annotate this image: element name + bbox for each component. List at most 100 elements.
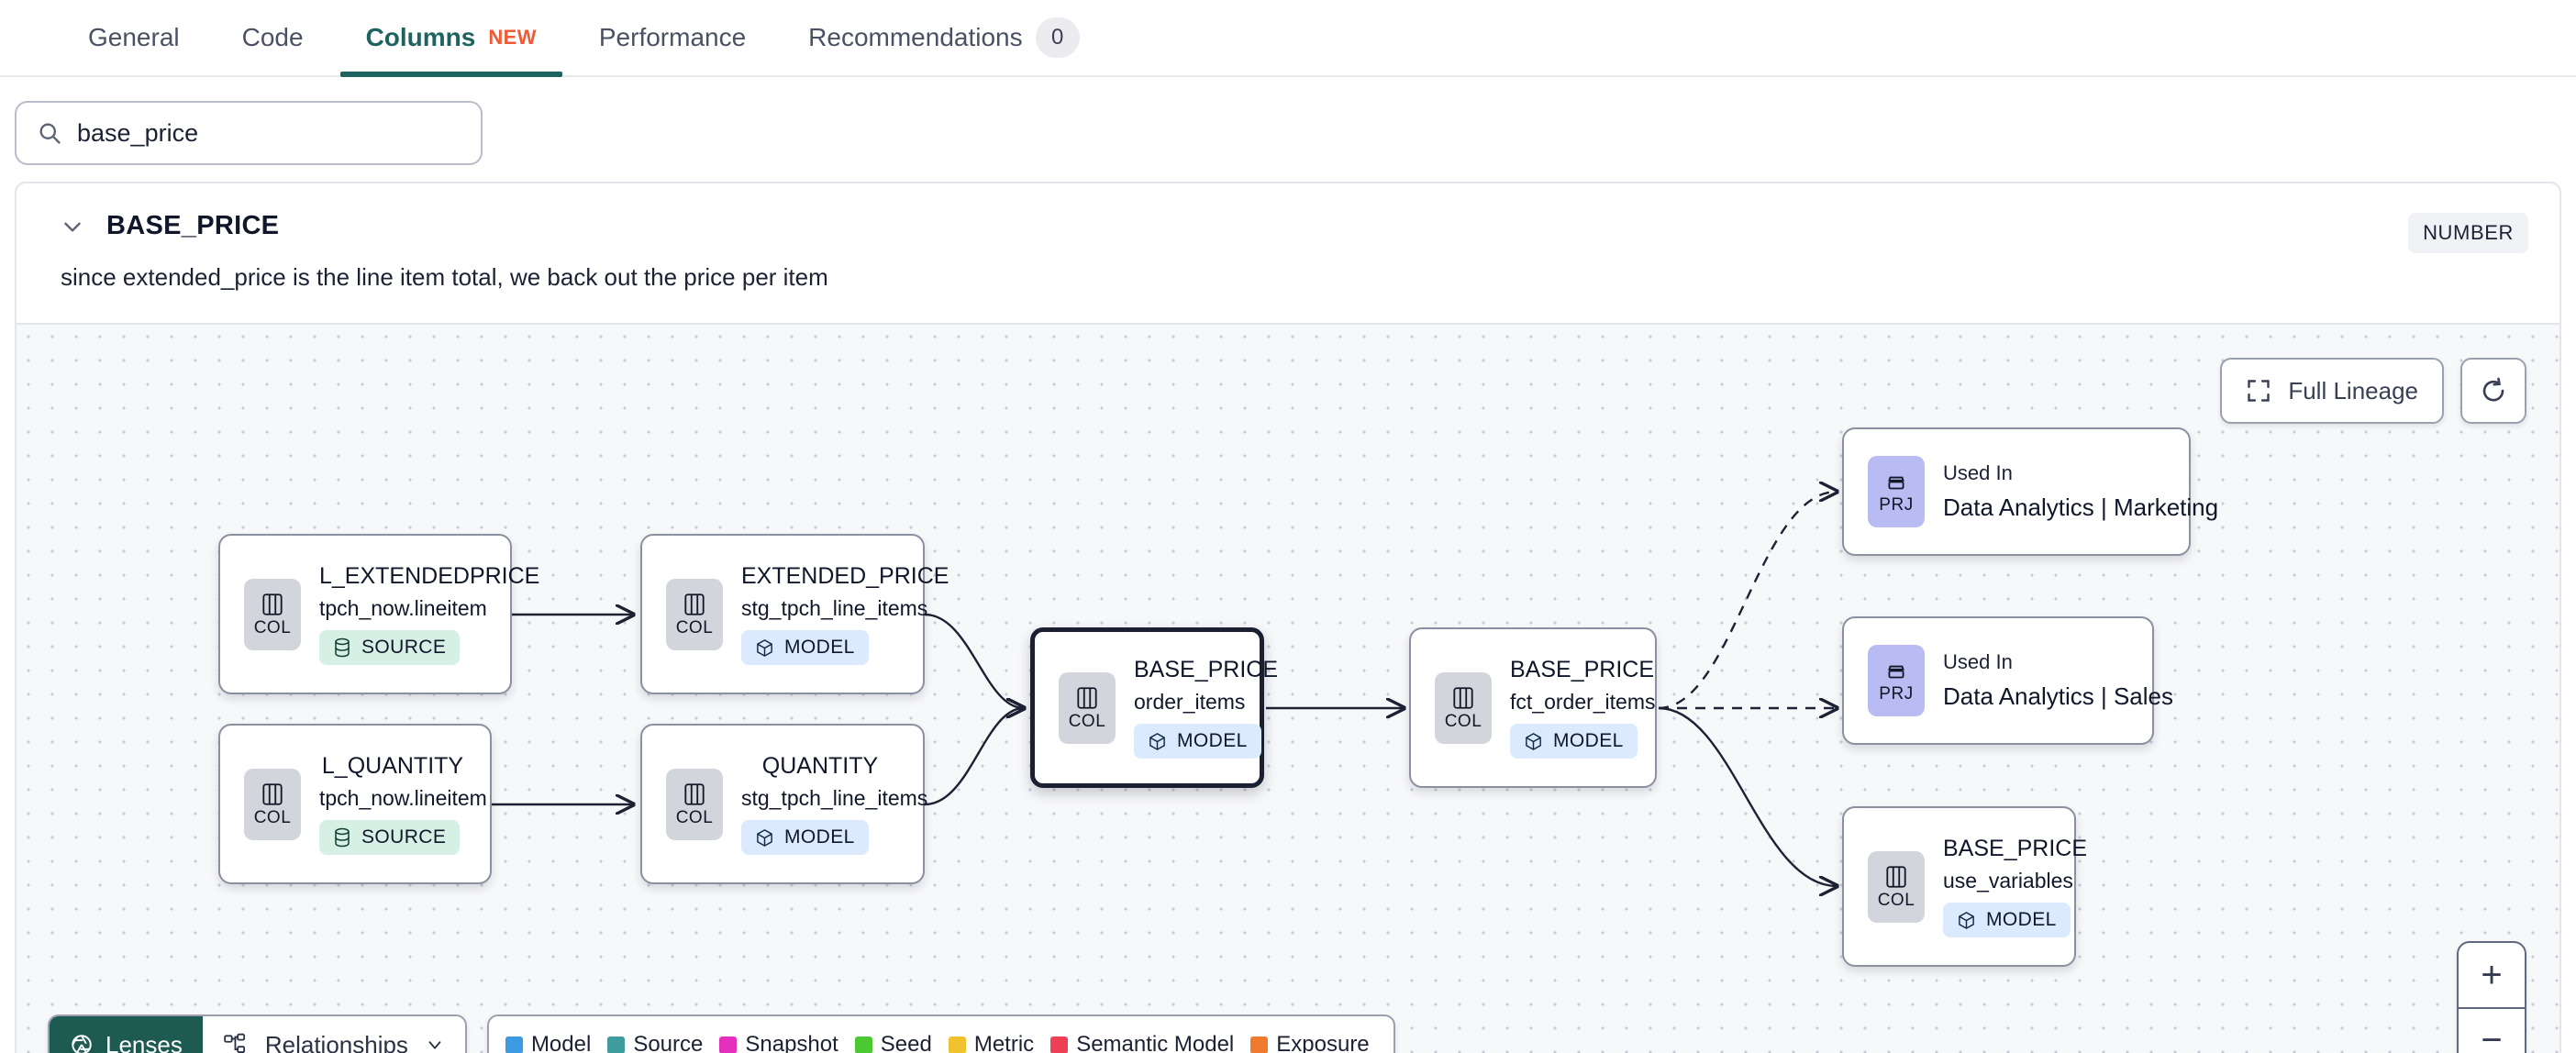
node-type-tag: MODEL — [1134, 724, 1261, 759]
lineage-node-l-quantity[interactable]: COL L_QUANTITY tpch_now.lineitem SOURCE — [218, 724, 492, 884]
node-type-tag: MODEL — [741, 820, 869, 855]
col-badge-label: COL — [253, 618, 292, 637]
prj-badge-label: PRJ — [1879, 494, 1914, 515]
node-subtitle: stg_tpch_line_items — [741, 596, 928, 620]
column-icon — [262, 783, 283, 805]
col-badge-label: COL — [675, 808, 714, 827]
lenses-label: Lenses — [105, 1030, 183, 1053]
legend-swatch — [854, 1036, 872, 1053]
legend-item-source: Source — [607, 1032, 710, 1053]
col-badge: COL — [244, 768, 301, 840]
lineage-node-quantity[interactable]: COL QUANTITY stg_tpch_line_items MODEL — [640, 724, 927, 884]
prj-badge: PRJ — [1868, 456, 1925, 527]
chevron-down-icon[interactable] — [61, 215, 84, 238]
column-icon — [684, 783, 705, 805]
cube-icon — [757, 828, 772, 847]
tab-performance[interactable]: Performance — [568, 0, 777, 75]
legend-item-exposure: Exposure — [1250, 1032, 1376, 1053]
node-type-tag-label: MODEL — [784, 826, 855, 848]
search-input[interactable]: base_price — [15, 101, 483, 165]
tab-recommendations[interactable]: Recommendations 0 — [777, 0, 1110, 75]
legend-swatch — [948, 1036, 966, 1053]
legend-swatch — [505, 1036, 523, 1053]
lineage-legend: Model Source Snapshot Seed Metric — [486, 1014, 1395, 1053]
lenses-button[interactable]: Lenses — [50, 1016, 203, 1053]
lineage-node-base-price-use-variables[interactable]: COL BASE_PRICE use_variables MODEL — [1842, 806, 2087, 967]
node-title: Data Analytics | Marketing — [1943, 493, 2219, 521]
cube-icon — [1959, 911, 1974, 929]
search-icon — [39, 123, 61, 144]
refresh-icon — [2482, 377, 2504, 402]
database-icon — [335, 827, 350, 848]
col-badge-label: COL — [1444, 712, 1482, 731]
chevron-down-icon — [428, 1041, 441, 1049]
edge-quantity-to-baseprice — [924, 708, 1024, 806]
tab-bar: General Code Columns NEW Performance Rec… — [0, 0, 2576, 77]
legend-item-model: Model — [505, 1032, 598, 1053]
node-title: L_EXTENDEDPRICE — [319, 563, 540, 589]
legend-item-seed: Seed — [854, 1032, 939, 1053]
expand-icon — [2248, 380, 2271, 402]
node-subtitle: tpch_now.lineitem — [319, 786, 487, 810]
legend-swatch — [719, 1036, 738, 1053]
full-lineage-label: Full Lineage — [2288, 376, 2418, 405]
node-subtitle: use_variables — [1943, 869, 2073, 892]
legend-label: Seed — [880, 1032, 932, 1053]
legend-item-semantic-model: Semantic Model — [1050, 1032, 1241, 1053]
node-title: BASE_PRICE — [1510, 657, 1655, 682]
node-subtitle: tpch_now.lineitem — [319, 596, 487, 620]
lineage-node-l-extendedprice[interactable]: COL L_EXTENDEDPRICE tpch_now.lineitem SO… — [218, 534, 540, 694]
node-title: EXTENDED_PRICE — [741, 563, 949, 589]
lineage-canvas[interactable]: COL L_EXTENDEDPRICE tpch_now.lineitem SO… — [17, 323, 2559, 1053]
zoom-in-button[interactable]: + — [2481, 954, 2503, 995]
column-description: since extended_price is the line item to… — [61, 263, 828, 291]
col-badge-label: COL — [1068, 712, 1106, 731]
lineage-node-extended-price[interactable]: COL EXTENDED_PRICE stg_tpch_line_items M… — [640, 534, 949, 694]
cube-icon — [1526, 732, 1541, 750]
relationships-label: Relationships — [264, 1030, 408, 1053]
tab-label: Columns — [365, 23, 476, 51]
col-badge: COL — [1868, 850, 1925, 923]
node-title: L_QUANTITY — [321, 753, 464, 779]
col-badge: COL — [666, 578, 723, 650]
node-subtitle: order_items — [1134, 690, 1246, 714]
lineage-node-project-marketing[interactable]: PRJ Used In Data Analytics | Marketing — [1842, 427, 2218, 556]
project-icon — [1888, 665, 1904, 678]
refresh-button[interactable] — [2460, 358, 2526, 424]
node-type-tag-label: MODEL — [1986, 909, 2057, 930]
lineage-node-base-price-fct-order-items[interactable]: COL BASE_PRICE fct_order_items MODEL — [1409, 627, 1657, 788]
node-subtitle: fct_order_items — [1510, 690, 1656, 714]
tab-label: Code — [241, 23, 304, 51]
tab-code[interactable]: Code — [211, 0, 335, 75]
search-row: base_price — [0, 77, 2576, 172]
lineage-node-project-sales[interactable]: PRJ Used In Data Analytics | Sales — [1842, 616, 2173, 745]
edge-fct-to-usevariables — [1658, 706, 1837, 886]
node-type-tag-label: SOURCE — [361, 826, 447, 848]
tab-general[interactable]: General — [57, 0, 211, 75]
legend-label: Snapshot — [745, 1032, 838, 1053]
tab-columns[interactable]: Columns NEW — [335, 0, 568, 77]
column-type-badge: NUMBER — [2408, 213, 2528, 253]
col-badge: COL — [666, 768, 723, 840]
tab-label: Recommendations — [808, 23, 1023, 51]
node-title: QUANTITY — [761, 753, 879, 779]
full-lineage-button[interactable]: Full Lineage — [2220, 358, 2444, 424]
zoom-out-button[interactable]: − — [2459, 1007, 2525, 1053]
lineage-node-base-price-order-items[interactable]: COL BASE_PRICE order_items MODEL — [1030, 627, 1279, 788]
node-kicker: Used In — [1943, 650, 2013, 673]
node-title: BASE_PRICE — [1134, 657, 1279, 682]
legend-label: Exposure — [1276, 1032, 1370, 1053]
legend-item-metric: Metric — [948, 1032, 1041, 1053]
legend-label: Metric — [973, 1032, 1035, 1053]
node-type-tag-label: SOURCE — [361, 637, 447, 658]
tab-label: Performance — [598, 23, 747, 51]
col-badge: COL — [1435, 671, 1492, 744]
recommendations-count-badge: 0 — [1035, 17, 1080, 58]
legend-item-snapshot: Snapshot — [719, 1032, 845, 1053]
column-header: BASE_PRICE NUMBER since extended_price i… — [17, 183, 2559, 323]
relationships-dropdown[interactable]: Relationships — [203, 1016, 465, 1053]
aperture-icon — [72, 1035, 92, 1053]
node-type-tag-label: MODEL — [1553, 730, 1624, 751]
node-type-tag-label: MODEL — [1177, 730, 1248, 751]
node-type-tag: MODEL — [1510, 724, 1638, 759]
